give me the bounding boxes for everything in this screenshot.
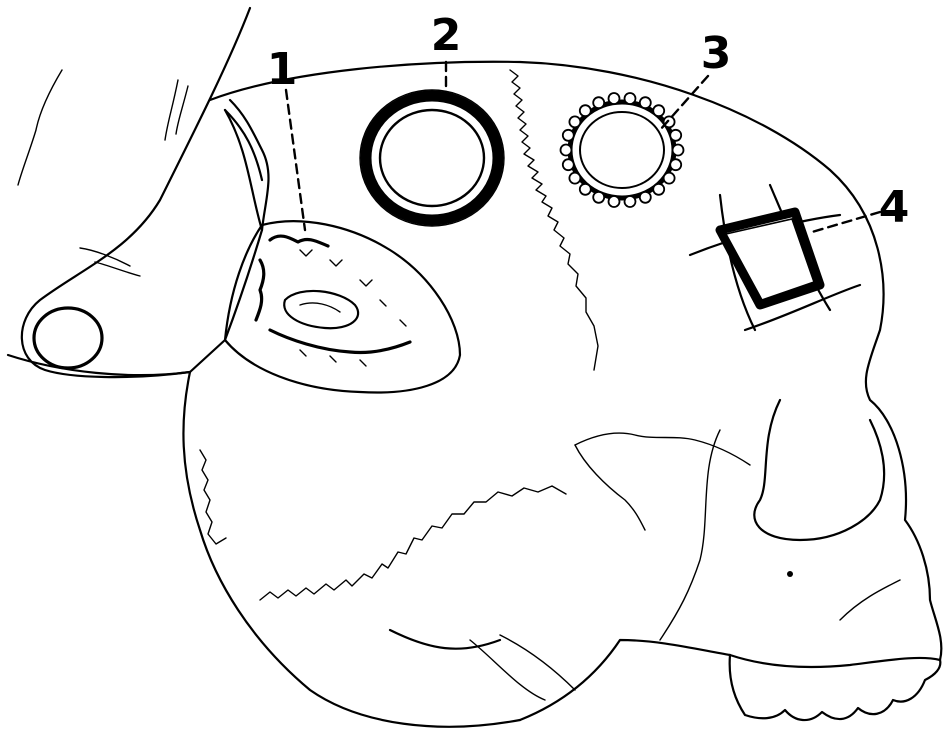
drill-hole [625, 196, 636, 207]
drill-hole [670, 130, 681, 141]
leader-line-3 [660, 76, 708, 130]
drill-hole [569, 116, 580, 127]
trepanation-2-ring [360, 90, 504, 226]
drill-hole [653, 184, 664, 195]
drill-hole [563, 130, 574, 141]
fingernail [34, 308, 102, 368]
leader-line-1 [286, 90, 305, 230]
drill-hole [640, 192, 651, 203]
drill-hole [593, 97, 604, 108]
drill-hole [609, 93, 620, 104]
drill-hole [593, 192, 604, 203]
drill-hole [563, 159, 574, 170]
foramen-dot [787, 571, 793, 577]
drill-hole [580, 184, 591, 195]
label-4: 4 [879, 182, 910, 233]
drill-hole [640, 97, 651, 108]
label-3: 3 [701, 28, 732, 79]
drill-hole [673, 145, 684, 156]
label-2: 2 [431, 10, 462, 61]
trepanation-3-drilled [561, 93, 684, 207]
drill-hole [580, 105, 591, 116]
trepanation-1-scraped [225, 221, 460, 392]
label-1: 1 [267, 44, 298, 95]
drill-hole [569, 173, 580, 184]
skull-outline [183, 62, 941, 727]
leader-line-4 [812, 212, 880, 232]
drill-hole [653, 105, 664, 116]
drill-hole [609, 196, 620, 207]
drill-hole [625, 93, 636, 104]
drill-hole [561, 145, 572, 156]
trepanation-4-rectangular [690, 185, 860, 330]
finger-illustration [8, 8, 262, 377]
drill-hole [670, 159, 681, 170]
drill-hole [664, 173, 675, 184]
